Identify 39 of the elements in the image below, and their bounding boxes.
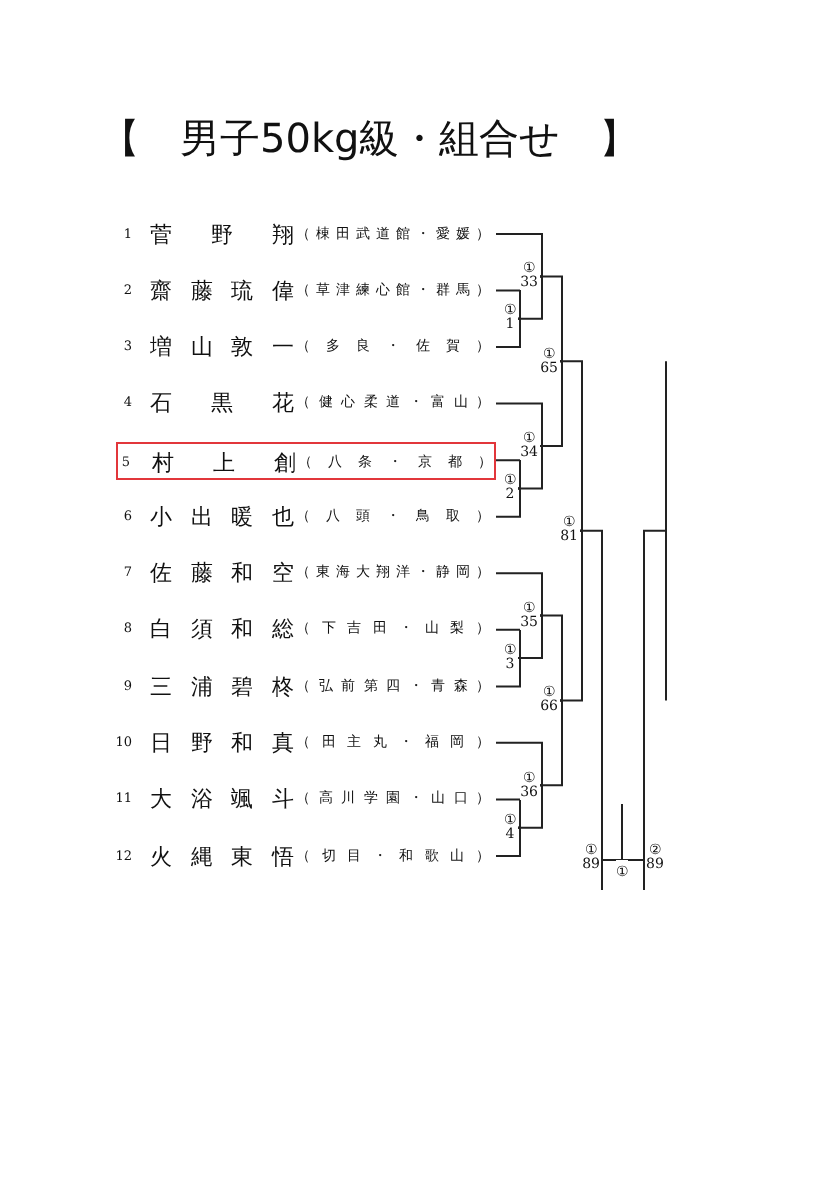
bracket-line	[495, 402, 543, 447]
player-name: 増山敦一	[150, 332, 294, 362]
bracket-line	[516, 614, 543, 659]
player-name: 村上創	[152, 447, 296, 478]
player-name: 菅野翔	[150, 219, 294, 249]
bracket-line	[516, 784, 543, 829]
bracket-line	[495, 233, 543, 278]
player-name: 大浴颯斗	[150, 784, 294, 815]
player-name: 齋藤琉偉	[150, 275, 294, 306]
bracket-line	[538, 699, 563, 787]
bracket-line	[558, 529, 583, 702]
bracket-line	[495, 487, 521, 518]
bracket-line	[495, 798, 521, 829]
bracket-line	[558, 360, 583, 532]
player-name: 白須和総	[150, 614, 294, 645]
bracket-line	[495, 628, 521, 659]
bracket-line	[495, 826, 521, 857]
bracket-line	[516, 445, 543, 490]
player-name: 小出暖也	[150, 501, 294, 532]
player-name: 三浦碧柊	[150, 671, 294, 702]
bracket-line	[538, 360, 563, 447]
bracket-line	[495, 459, 521, 490]
player-name: 日野和真	[150, 727, 294, 758]
bracket-line	[621, 803, 623, 861]
bracket-line	[578, 529, 623, 891]
bracket-line	[495, 317, 521, 348]
bracket-line	[538, 614, 563, 702]
player-name: 石黒花	[150, 388, 294, 419]
bracket-line	[495, 741, 543, 787]
bracket-line	[495, 289, 521, 320]
player-name: 佐藤和空	[150, 558, 294, 589]
highlight-frame	[116, 441, 496, 480]
title: 【 男子50kg級・組合せ 】	[100, 112, 640, 164]
bracket-line	[538, 275, 563, 363]
bracket-line	[621, 360, 667, 891]
player-name: 火縄東悟	[150, 841, 294, 871]
bracket-line	[495, 657, 521, 688]
bracket-line	[516, 275, 543, 320]
bracket-line	[495, 572, 543, 617]
